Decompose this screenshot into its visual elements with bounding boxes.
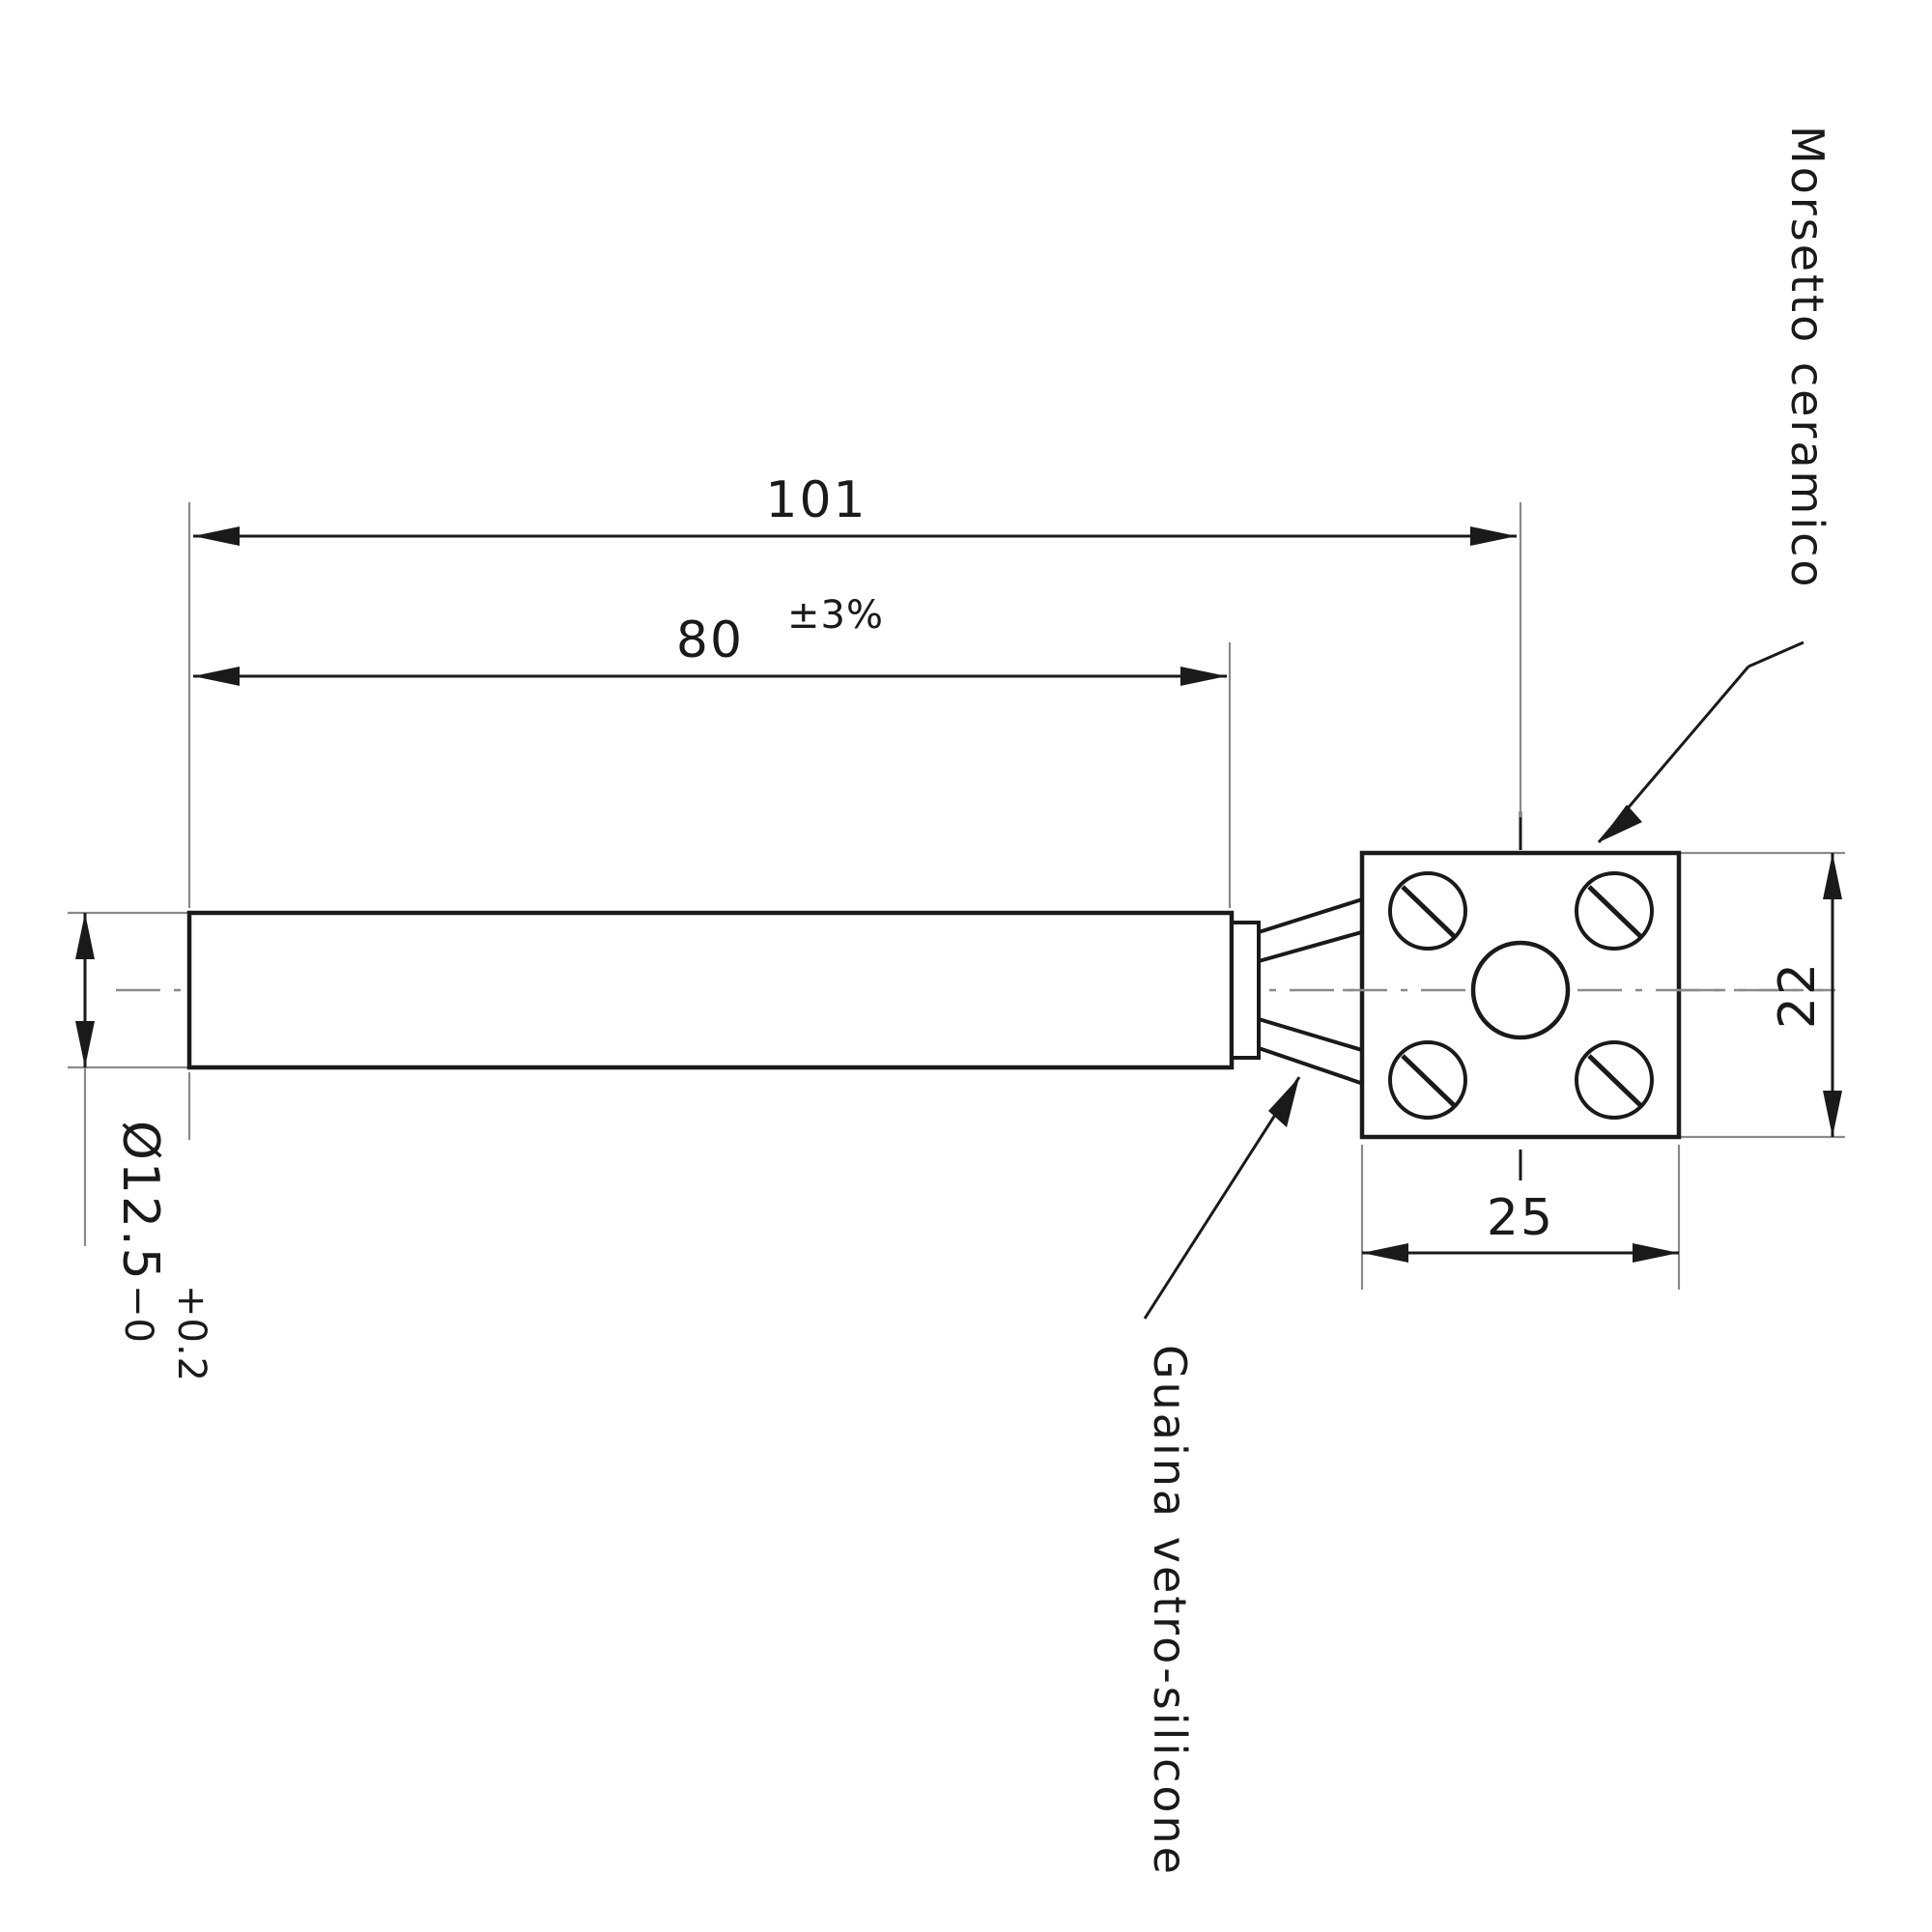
arrowhead-101-left	[193, 526, 240, 546]
screw-top-right	[1575, 871, 1654, 951]
dim-label-diameter-tol-upper: +0.2	[169, 1285, 213, 1382]
dim-label-22: 22	[1769, 961, 1827, 1029]
callout-label-sheath: Guaina vetro-silicone	[1144, 1345, 1196, 1877]
terminal-screws	[1388, 871, 1654, 1120]
arrowhead-25-left	[1362, 1243, 1408, 1263]
screw-bottom-right	[1575, 1040, 1654, 1120]
extension-line-group	[68, 502, 1845, 1290]
dim-label-101: 101	[765, 471, 867, 529]
heated-length-dimension: 80 ±3%	[193, 593, 1227, 686]
arrowhead-dia-top	[75, 913, 95, 959]
screw-bottom-right-slot	[1587, 1054, 1643, 1108]
arrowhead-dia-bottom	[75, 1021, 95, 1067]
screw-bottom-left	[1388, 1040, 1467, 1120]
screw-top-left-slot	[1401, 885, 1457, 939]
dim-label-80: 80	[676, 611, 744, 669]
dim-label-25: 25	[1487, 1189, 1554, 1247]
arrowhead-80-right	[1180, 667, 1227, 686]
arrowhead-80-left	[193, 667, 240, 686]
callout-glass-silicone-sheath: Guaina vetro-silicone	[1143, 1076, 1301, 1877]
callout-label-terminal-block: Morsetto ceramico	[1781, 126, 1833, 590]
leader-sheath	[1143, 1076, 1301, 1320]
arrowhead-terminal-block-callout	[1599, 805, 1642, 842]
tube-diameter-dimension: Ø12.5 +0.2 −0	[75, 913, 213, 1382]
arrowhead-22-top	[1823, 853, 1842, 899]
ceramic-terminal-block	[1343, 850, 1835, 1140]
arrowhead-101-right	[1470, 526, 1517, 546]
screw-top-right-slot	[1587, 885, 1643, 939]
dim-label-diameter-tol-lower: −0	[116, 1285, 160, 1344]
tube-end-cap	[1230, 921, 1261, 1060]
leader-terminal-block-stub	[1747, 640, 1804, 668]
dim-label-80-tolerance: ±3%	[787, 593, 884, 638]
screw-bottom-left-slot	[1401, 1054, 1457, 1108]
arrowhead-25-right	[1633, 1243, 1679, 1263]
arrowhead-22-bottom	[1823, 1091, 1842, 1137]
overall-length-dimension: 101	[193, 471, 1517, 546]
terminal-block-height-dimension: 22	[1769, 853, 1842, 1137]
tube-outline	[186, 910, 1235, 1070]
center-mounting-hole	[1470, 940, 1571, 1040]
heater-tube-body	[186, 910, 1261, 1070]
callout-ceramic-terminal-block: Morsetto ceramico	[1597, 126, 1833, 843]
arrowhead-sheath-callout	[1268, 1077, 1299, 1127]
dim-label-diameter: Ø12.5	[111, 1121, 169, 1282]
terminal-block-width-dimension: 25	[1362, 1189, 1679, 1263]
screw-top-left	[1388, 871, 1467, 951]
